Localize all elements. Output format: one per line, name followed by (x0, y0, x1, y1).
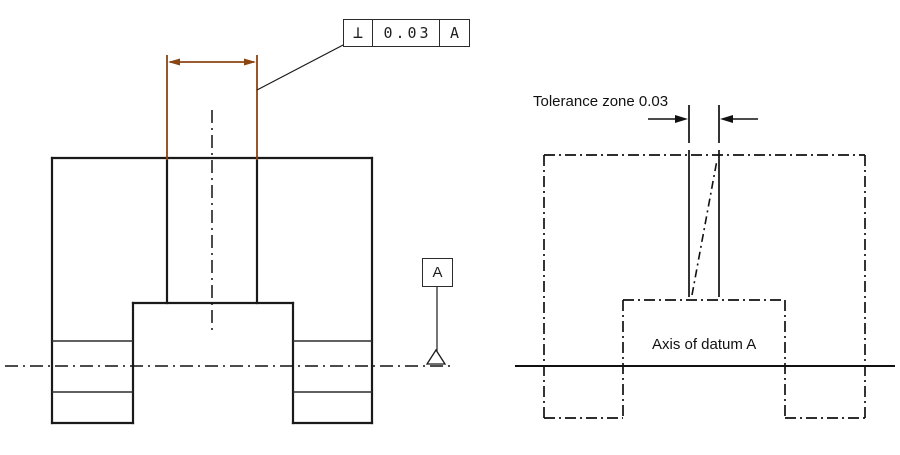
dimension-arrowhead-right (244, 58, 256, 66)
dimension-arrowhead-left (168, 58, 180, 66)
datum-flag-label: A (432, 264, 443, 281)
left-centerlines (5, 110, 450, 367)
width-dimension (166, 55, 258, 160)
datum-flag: A (422, 258, 453, 287)
fcf-leader-line (256, 43, 346, 91)
perpendicularity-icon: ⊥ (352, 23, 364, 43)
fcf-tolerance-value: 0.03 (372, 20, 439, 46)
datum-triangle-icon (425, 348, 447, 365)
right-part-phantom-outline (543, 154, 866, 419)
tolerance-zone-boundaries (688, 105, 720, 297)
left-part-outline (50, 156, 374, 425)
zone-arrowhead-left (675, 115, 688, 123)
tolerance-zone-label: Tolerance zone 0.03 (533, 93, 669, 110)
left-part-bore-lines (52, 340, 372, 393)
actual-axis-line (691, 159, 718, 296)
axis-of-datum-label: Axis of datum A (652, 336, 757, 353)
feature-control-frame: ⊥ 0.03 A (343, 19, 470, 47)
zone-arrowhead-right (720, 115, 733, 123)
fcf-datum-reference: A (439, 20, 469, 46)
